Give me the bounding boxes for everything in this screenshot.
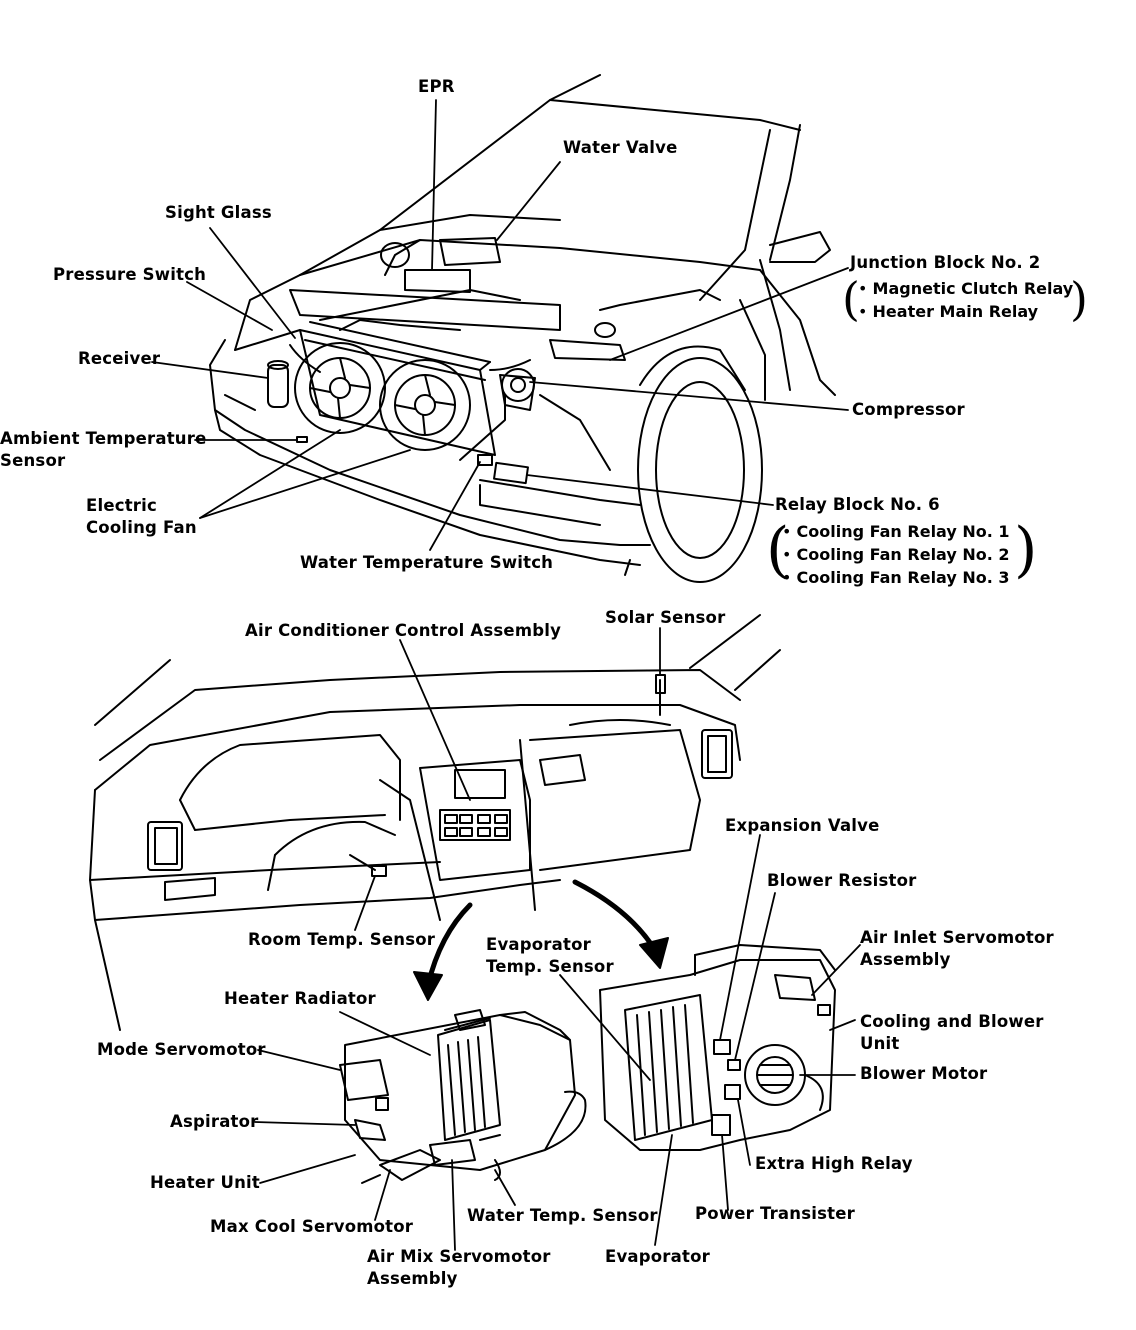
label-air-mix-line2: Assembly	[367, 1269, 458, 1288]
label-ac-control-assembly: Air Conditioner Control Assembly	[245, 621, 562, 640]
relay-item-1: • Cooling Fan Relay No. 1	[782, 522, 1010, 541]
junction-bracket-close: )	[1070, 272, 1088, 326]
label-heater-radiator: Heater Radiator	[224, 989, 376, 1008]
label-expansion-valve: Expansion Valve	[725, 816, 880, 835]
junction-items: • Magnetic Clutch Relay • Heater Main Re…	[858, 277, 1073, 323]
label-water-temp-sensor: Water Temp. Sensor	[467, 1206, 658, 1225]
label-water-temperature-switch: Water Temperature Switch	[300, 553, 554, 572]
label-air-inlet-servomotor: Air Inlet Servomotor Assembly	[860, 927, 1054, 971]
label-fan-line2: Cooling Fan	[86, 518, 197, 537]
relay-items: • Cooling Fan Relay No. 1 • Cooling Fan …	[782, 520, 1010, 589]
label-sight-glass: Sight Glass	[165, 203, 272, 222]
label-solar-sensor: Solar Sensor	[605, 608, 726, 627]
label-blower-resistor: Blower Resistor	[767, 871, 917, 890]
label-pressure-switch: Pressure Switch	[53, 265, 207, 284]
label-cooling-blower-unit: Cooling and Blower Unit	[860, 1011, 1044, 1055]
relay-bracket-open: (	[766, 515, 790, 585]
cooling-blower-unit-illustration	[599, 944, 836, 1151]
label-extra-high-relay: Extra High Relay	[755, 1154, 913, 1173]
label-max-cool-servomotor: Max Cool Servomotor	[210, 1217, 414, 1236]
label-aspirator: Aspirator	[170, 1112, 259, 1131]
label-ambient-temperature-sensor: Ambient Temperature Sensor	[0, 428, 206, 472]
relay-item-2: • Cooling Fan Relay No. 2	[782, 545, 1010, 564]
label-room-temp-sensor: Room Temp. Sensor	[248, 930, 436, 949]
label-evaporator-temp-sensor: Evaporator Temp. Sensor	[486, 934, 614, 978]
label-cooling-blower-line1: Cooling and Blower	[860, 1012, 1044, 1031]
label-cooling-blower-line2: Unit	[860, 1034, 900, 1053]
heater-unit-illustration	[339, 1009, 587, 1184]
label-compressor: Compressor	[852, 400, 965, 419]
label-epr: EPR	[418, 77, 455, 96]
dash-leader-lines	[254, 627, 861, 1251]
label-blower-motor: Blower Motor	[860, 1064, 988, 1083]
label-electric-cooling-fan: Electric Cooling Fan	[86, 495, 197, 539]
label-power-transister: Power Transister	[695, 1204, 855, 1223]
label-evaporator: Evaporator	[605, 1247, 710, 1266]
label-heater-unit: Heater Unit	[150, 1173, 260, 1192]
label-fan-line1: Electric	[86, 496, 157, 515]
label-evap-temp-line1: Evaporator	[486, 935, 591, 954]
junction-item-1: • Magnetic Clutch Relay	[858, 279, 1074, 298]
label-ambient-line2: Sensor	[0, 451, 66, 470]
relay-bracket-close: )	[1014, 515, 1038, 585]
engine-leader-lines	[151, 99, 849, 551]
relay-item-3: • Cooling Fan Relay No. 3	[782, 568, 1010, 587]
label-junction-block: Junction Block No. 2	[850, 253, 1041, 272]
label-water-valve: Water Valve	[563, 138, 678, 157]
label-air-inlet-line1: Air Inlet Servomotor	[860, 928, 1054, 947]
junction-item-2: • Heater Main Relay	[858, 302, 1039, 321]
car-front-illustration	[209, 74, 836, 583]
label-evap-temp-line2: Temp. Sensor	[486, 957, 614, 976]
dashboard-illustration	[89, 614, 781, 1031]
label-receiver: Receiver	[78, 349, 161, 368]
junction-bracket-open: (	[842, 272, 860, 326]
label-mode-servomotor: Mode Servomotor	[97, 1040, 266, 1059]
label-air-mix-servomotor: Air Mix Servomotor Assembly	[367, 1246, 551, 1290]
label-air-mix-line1: Air Mix Servomotor	[367, 1247, 551, 1266]
label-ambient-line1: Ambient Temperature	[0, 429, 207, 448]
label-air-inlet-line2: Assembly	[860, 950, 951, 969]
label-relay-block: Relay Block No. 6	[775, 495, 940, 514]
